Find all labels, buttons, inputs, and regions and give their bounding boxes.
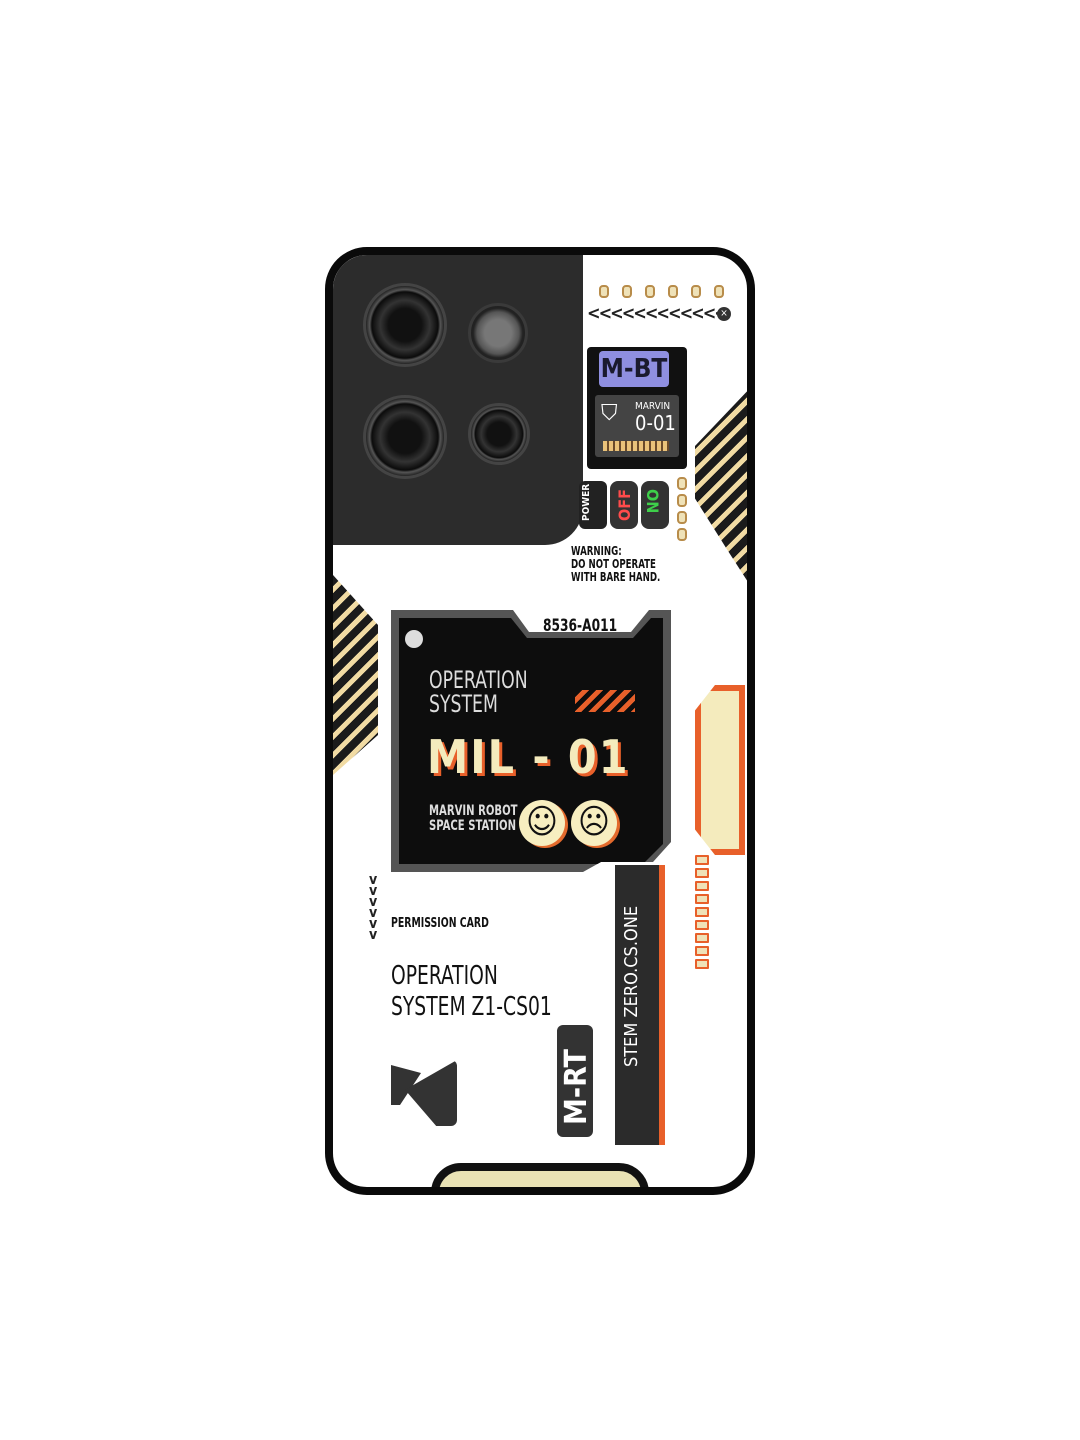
module-name: MARVIN: [635, 401, 671, 412]
radiation-icon: [405, 630, 423, 648]
lens-icon: [363, 395, 447, 479]
permission-card-label: PERMISSION CARD: [391, 916, 489, 931]
led-column: [695, 855, 709, 969]
model-label: MIL - 01: [427, 730, 630, 784]
hazard-stripes: [333, 575, 378, 775]
station-line2: SPACE STATION: [429, 818, 517, 835]
screw-icon: ×: [717, 307, 731, 321]
frown-icon: ☹: [571, 800, 617, 846]
on-switch[interactable]: ON: [641, 481, 669, 529]
flash-icon: [468, 303, 528, 363]
module-code: 0-01: [635, 411, 676, 435]
mrt-badge: M-RT: [557, 1025, 594, 1137]
screen-title: OPERATION: [429, 666, 528, 694]
bottom-panel: [431, 1163, 649, 1187]
sensor-icon: [468, 403, 530, 465]
operation-screen: OPERATION SYSTEM MIL - 01 MARVIN ROBOT S…: [391, 610, 671, 872]
lightning-shield-icon: ⛉: [601, 401, 618, 426]
cream-panel: [695, 685, 745, 855]
off-switch[interactable]: OFF: [610, 481, 638, 529]
vertical-label-panel: STEM ZERO.CS.ONE: [615, 865, 665, 1145]
mbt-module: M-BT ⛉ MARVIN 0-01: [587, 347, 687, 469]
indicator-lights: [599, 285, 724, 298]
circuit-shape: [405, 1060, 457, 1126]
smile-icon: ☺: [519, 800, 565, 846]
lens-icon: [363, 283, 447, 367]
chevron-strip-icon: <<<<<<<<<<<<: [587, 303, 728, 324]
station-line1: MARVIN ROBOT: [429, 803, 518, 819]
screen-subtitle: SYSTEM: [429, 690, 498, 718]
orange-stripes: [575, 690, 635, 712]
camera-module: [333, 255, 583, 545]
mbt-badge: M-BT: [599, 351, 669, 387]
serial-number: 8536-A011: [543, 616, 618, 636]
hazard-stripes: [695, 383, 747, 593]
indicator-lights: [677, 477, 687, 541]
phone-case: <<<<<<<<<<<< × M-BT ⛉ MARVIN 0-01 POWER …: [325, 247, 755, 1195]
power-label: POWER: [579, 481, 607, 529]
